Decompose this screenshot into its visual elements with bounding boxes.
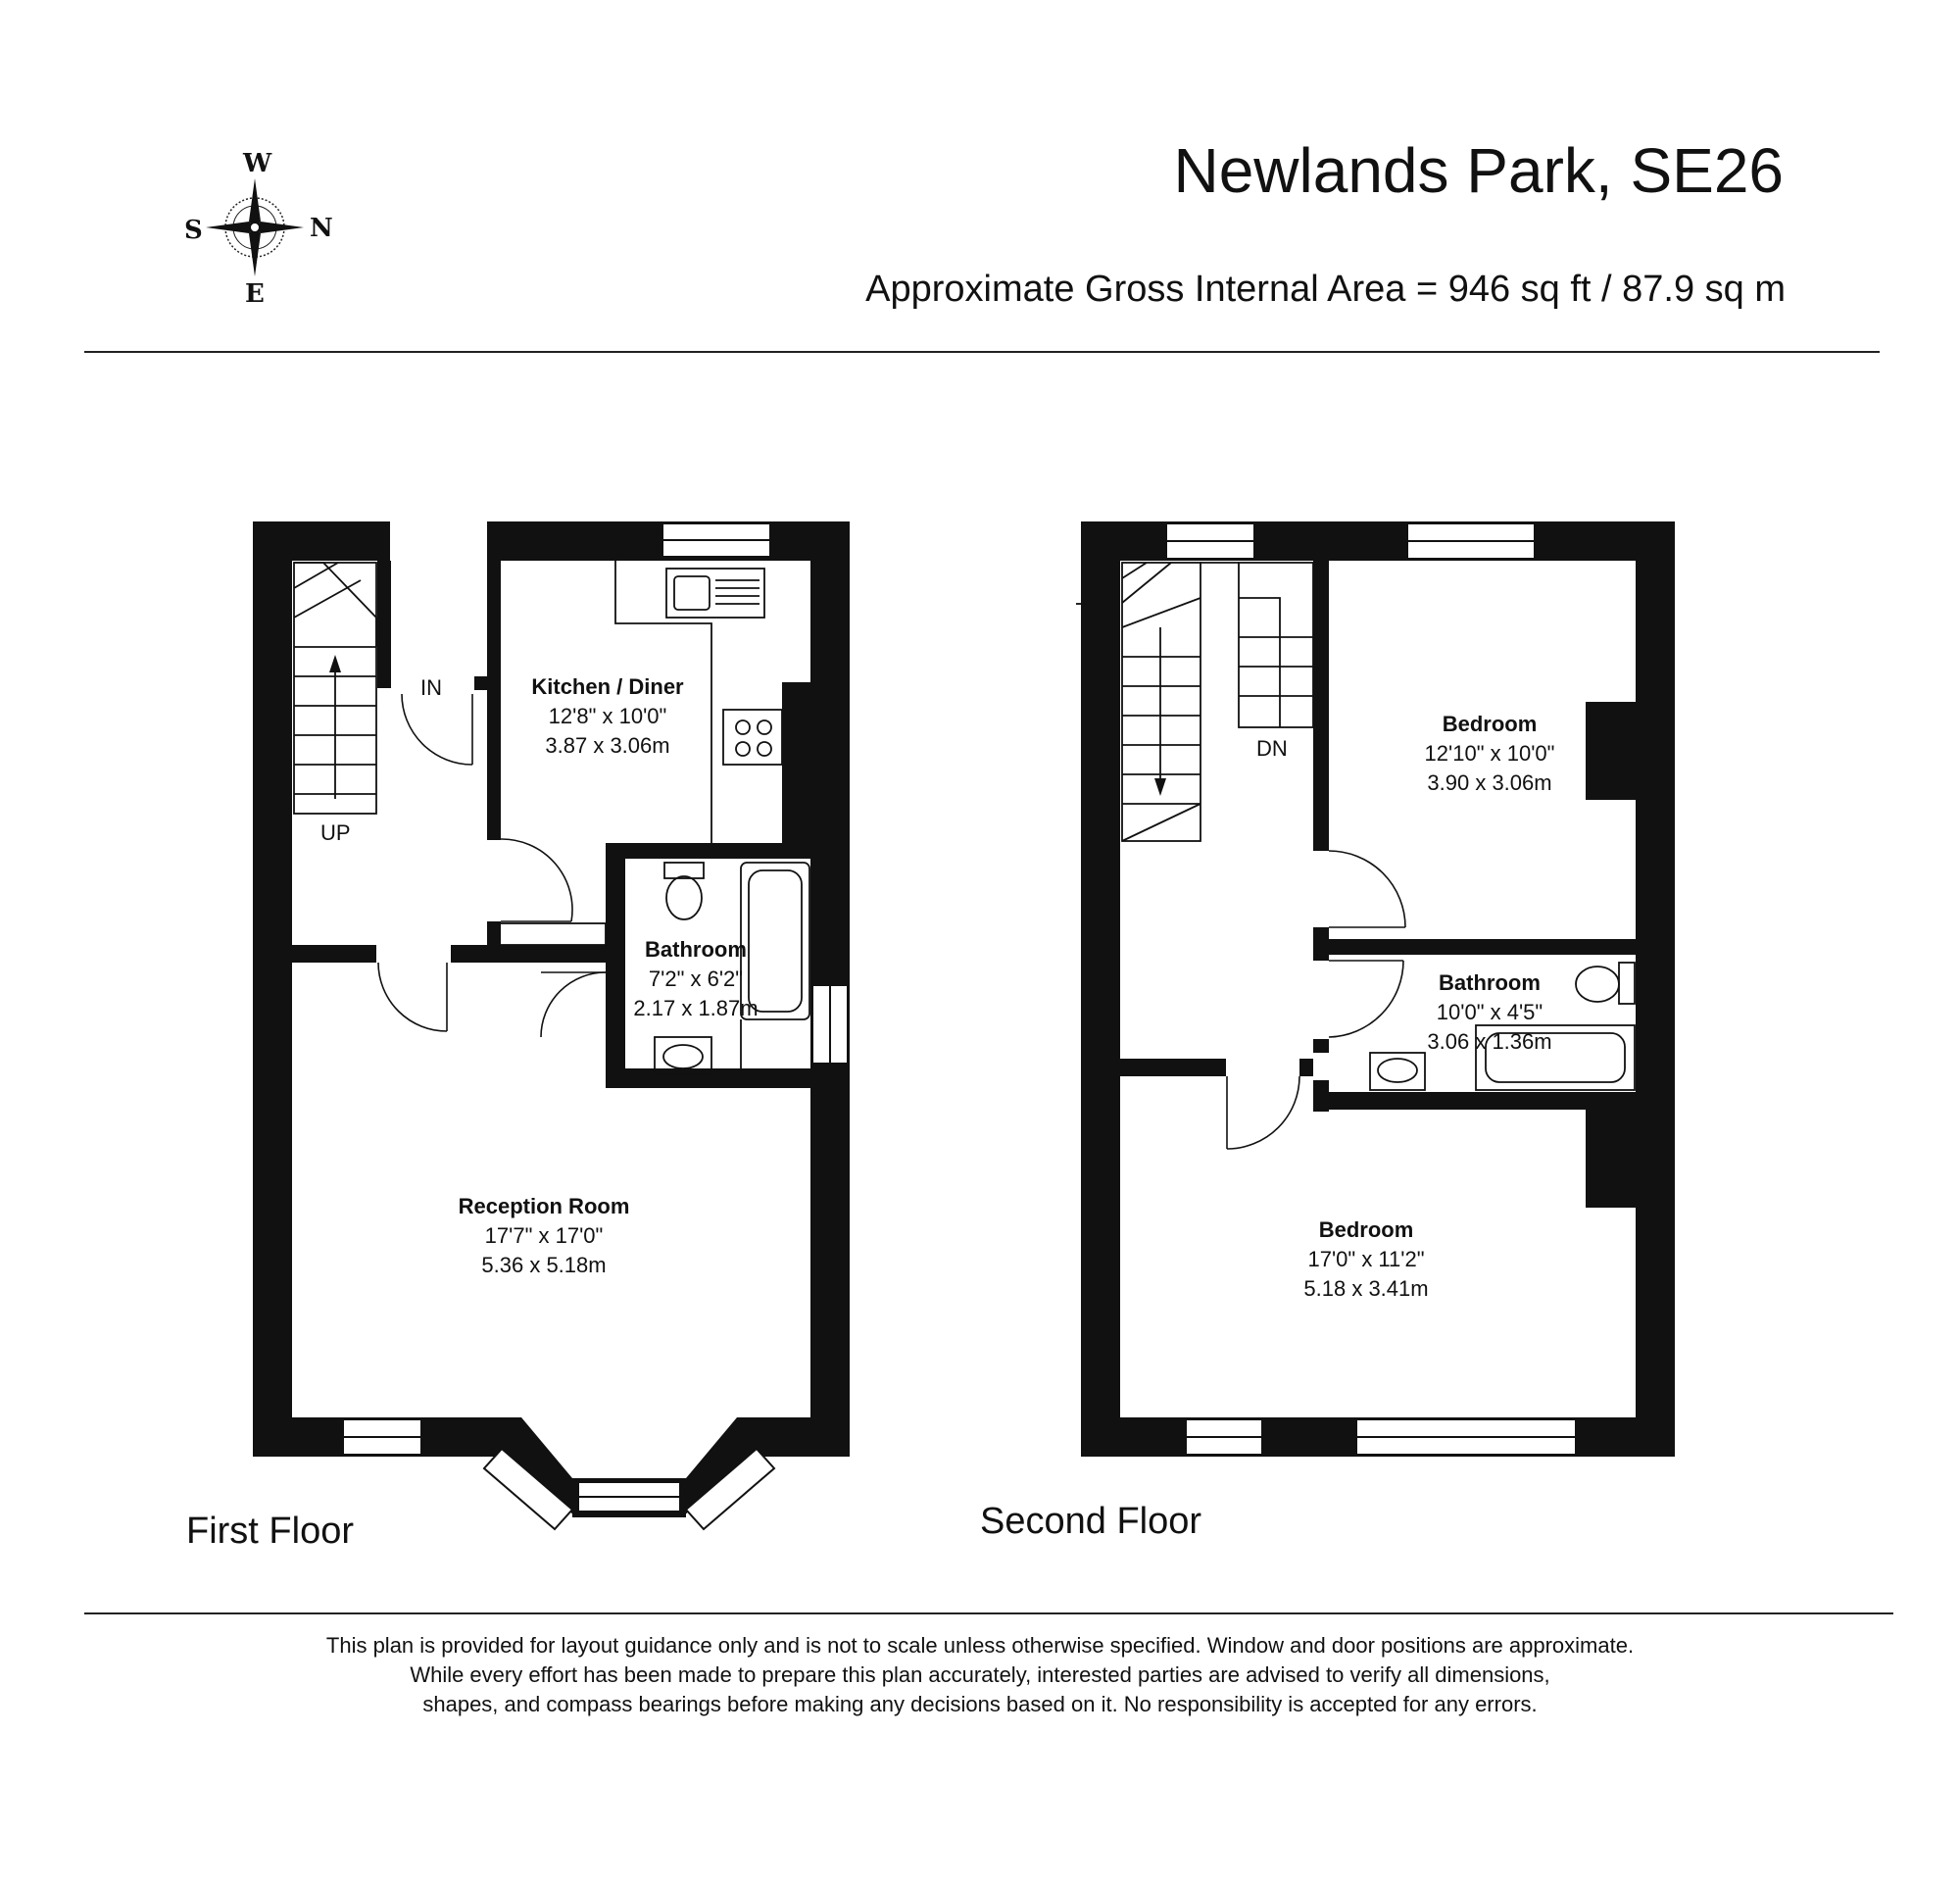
room-kitchen-diner: Kitchen / Diner 12'8" x 10'0" 3.87 x 3.0… xyxy=(510,672,706,761)
room-dimensions-metric: 3.87 x 3.06m xyxy=(545,733,670,758)
disclaimer-text: This plan is provided for layout guidanc… xyxy=(147,1631,1813,1719)
room-name: Reception Room xyxy=(458,1194,630,1218)
first-floor-doors xyxy=(377,693,607,1038)
room-name: Bedroom xyxy=(1442,712,1538,736)
room-dimensions-imperial: 7'2" x 6'2" xyxy=(648,967,744,991)
header-divider xyxy=(84,351,1880,353)
room-dimensions-metric: 5.18 x 3.41m xyxy=(1303,1276,1429,1301)
first-floor-staircase xyxy=(293,562,377,815)
room-bedroom-rear: Bedroom 12'10" x 10'0" 3.90 x 3.06m xyxy=(1392,710,1588,798)
compass-icon xyxy=(206,178,304,276)
room-bedroom-front: Bedroom 17'0" x 11'2" 5.18 x 3.41m xyxy=(1268,1215,1464,1304)
room-reception: Reception Room 17'7" x 17'0" 5.36 x 5.18… xyxy=(431,1192,657,1280)
room-name: Bedroom xyxy=(1318,1217,1414,1242)
compass-rose: W S N E xyxy=(176,147,353,314)
first-floor-bathroom-fittings xyxy=(654,862,810,1075)
stairs-up-marker: UP xyxy=(320,820,351,845)
gross-internal-area: Approximate Gross Internal Area = 946 sq… xyxy=(865,269,1786,310)
first-floor-plan xyxy=(253,521,850,1531)
room-dimensions-imperial: 17'7" x 17'0" xyxy=(484,1223,604,1248)
disclaimer-line: This plan is provided for layout guidanc… xyxy=(325,1633,1635,1658)
property-title: Newlands Park, SE26 xyxy=(1173,135,1784,206)
room-dimensions-imperial: 10'0" x 4'5" xyxy=(1436,1000,1544,1024)
second-floor-staircase xyxy=(1076,562,1314,842)
room-dimensions-metric: 2.17 x 1.87m xyxy=(633,996,759,1020)
room-dimensions-metric: 3.06 x 1.36m xyxy=(1427,1029,1552,1054)
compass-south-label: S xyxy=(184,216,203,245)
disclaimer-line: While every effort has been made to prep… xyxy=(410,1662,1550,1687)
compass-west-label: W xyxy=(243,149,272,178)
disclaimer: This plan is provided for layout guidanc… xyxy=(0,1629,1960,1747)
second-floor-bathroom-fittings xyxy=(1369,962,1636,1091)
disclaimer-line: shapes, and compass bearings before maki… xyxy=(422,1692,1538,1716)
room-name: Kitchen / Diner xyxy=(531,674,684,699)
room-dimensions-metric: 3.90 x 3.06m xyxy=(1427,770,1552,795)
room-dimensions-metric: 5.36 x 5.18m xyxy=(481,1253,607,1277)
stairs-down-marker: DN xyxy=(1256,736,1288,761)
second-floor-doors xyxy=(1226,850,1406,1150)
room-name: Bathroom xyxy=(1439,970,1541,995)
room-dimensions-imperial: 17'0" x 11'2" xyxy=(1307,1247,1425,1271)
room-bathroom-second-floor: Bathroom 10'0" x 4'5" 3.06 x 1.36m xyxy=(1392,968,1588,1057)
room-dimensions-imperial: 12'10" x 10'0" xyxy=(1424,741,1555,766)
compass-east-label: E xyxy=(245,279,265,309)
room-name: Bathroom xyxy=(645,937,747,962)
entrance-marker: IN xyxy=(420,675,442,700)
second-floor-plan xyxy=(1076,521,1675,1457)
first-floor-bay-window xyxy=(482,1417,776,1531)
first-floor-walls xyxy=(253,521,850,1457)
footer-divider xyxy=(84,1612,1893,1614)
room-bathroom-first-floor: Bathroom 7'2" x 6'2" 2.17 x 1.87m xyxy=(608,935,784,1023)
compass-north-label: N xyxy=(310,214,333,243)
room-dimensions-imperial: 12'8" x 10'0" xyxy=(548,704,667,728)
first-floor-label: First Floor xyxy=(186,1511,354,1552)
second-floor-label: Second Floor xyxy=(980,1501,1202,1542)
